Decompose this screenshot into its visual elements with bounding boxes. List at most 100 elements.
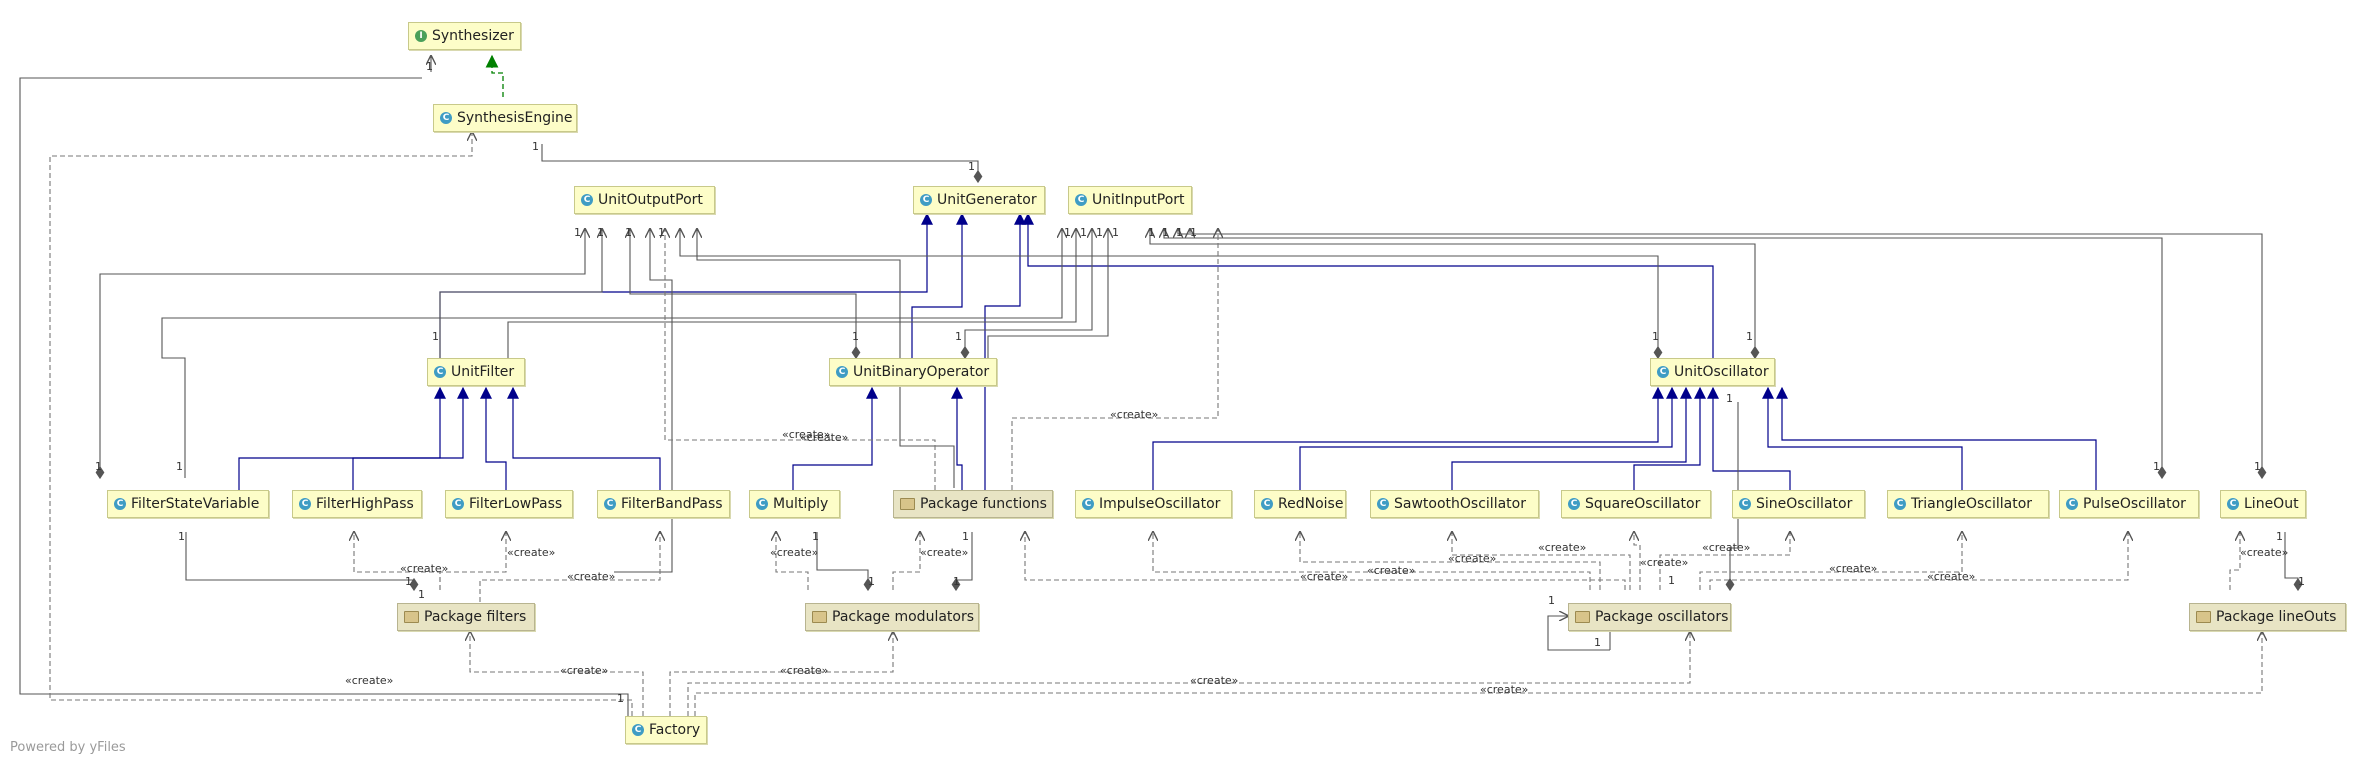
node-package-modulators[interactable]: Package modulators — [805, 603, 979, 631]
association-edge — [951, 532, 973, 592]
dependency-edge — [1699, 532, 1962, 590]
class-icon: C — [1261, 498, 1273, 510]
node-label: UnitGenerator — [937, 192, 1037, 208]
node-label: Package functions — [920, 496, 1047, 512]
association-edge — [100, 229, 585, 478]
edge-label-multiplicity: 1 — [1746, 330, 1753, 343]
node-label: Package modulators — [832, 609, 975, 625]
edge-label-multiplicity: 1 — [953, 575, 960, 588]
class-icon: C — [2066, 498, 2078, 510]
edge-label-create: «create» — [1367, 564, 1415, 577]
dependency-edge — [49, 132, 633, 716]
edge-label-create: «create» — [782, 428, 830, 441]
association-edge — [19, 77, 629, 716]
dependency-edge — [479, 532, 660, 618]
node-factory[interactable]: C Factory — [625, 716, 707, 744]
dependency-edge — [1300, 532, 1601, 590]
inheritance-edge — [352, 386, 469, 490]
edge-label-multiplicity: 1 — [1548, 594, 1555, 607]
node-square-oscillator[interactable]: C SquareOscillator — [1561, 490, 1711, 518]
package-icon — [812, 611, 827, 623]
node-label: Synthesizer — [432, 28, 514, 44]
association-edge — [185, 532, 419, 592]
inheritance-edge — [1299, 386, 1678, 490]
edge-label-create: «create» — [1640, 556, 1688, 569]
inheritance-edge — [1152, 386, 1664, 490]
node-package-functions[interactable]: Package functions — [893, 490, 1053, 518]
node-unit-binary-operator[interactable]: C UnitBinaryOperator — [829, 358, 997, 386]
node-unit-output-port[interactable]: C UnitOutputPort — [574, 186, 715, 214]
edge-label-multiplicity: 1 — [625, 226, 632, 239]
association-edge — [816, 532, 873, 592]
dependency-edge — [1634, 532, 1641, 590]
edge-label-create: «create» — [770, 546, 818, 559]
node-synthesizer[interactable]: I Synthesizer — [408, 22, 521, 50]
node-unit-oscillator[interactable]: C UnitOscillator — [1650, 358, 1775, 386]
node-line-out[interactable]: C LineOut — [2220, 490, 2306, 518]
node-unit-generator[interactable]: C UnitGenerator — [913, 186, 1045, 214]
association-edge — [987, 229, 1108, 358]
edge-label-multiplicity: 1 — [405, 575, 412, 588]
association-edge — [439, 229, 602, 358]
inheritance-edge — [792, 386, 878, 490]
edge-label-create: «create» — [507, 546, 555, 559]
node-filter-high-pass[interactable]: C FilterHighPass — [292, 490, 422, 518]
inheritance-edge — [507, 386, 661, 490]
dependency-edge — [669, 632, 893, 716]
class-icon: C — [1739, 498, 1751, 510]
node-red-noise[interactable]: C RedNoise — [1254, 490, 1346, 518]
edge-label-multiplicity: 1 — [1162, 226, 1169, 239]
node-impulse-oscillator[interactable]: C ImpulseOscillator — [1075, 490, 1232, 518]
node-sine-oscillator[interactable]: C SineOscillator — [1732, 490, 1865, 518]
node-package-lineouts[interactable]: Package lineOuts — [2189, 603, 2346, 631]
node-label: Package oscillators — [1595, 609, 1729, 625]
edge-label-multiplicity: 1 — [1726, 392, 1733, 405]
node-label: FilterBandPass — [621, 496, 723, 512]
class-icon: C — [299, 498, 311, 510]
realization-edge — [485, 54, 504, 97]
node-label: SquareOscillator — [1585, 496, 1701, 512]
node-package-filters[interactable]: Package filters — [397, 603, 535, 631]
edge-label-multiplicity: 1 — [574, 226, 581, 239]
node-multiply[interactable]: C Multiply — [749, 490, 840, 518]
association-edge — [1725, 402, 1739, 592]
node-label: SawtoothOscillator — [1394, 496, 1526, 512]
node-unit-filter[interactable]: C UnitFilter — [427, 358, 525, 386]
inheritance-edge — [1707, 386, 1791, 490]
node-pulse-oscillator[interactable]: C PulseOscillator — [2059, 490, 2199, 518]
node-synthesis-engine[interactable]: C SynthesisEngine — [433, 104, 577, 132]
edge-label-multiplicity: 1 — [968, 160, 975, 173]
inheritance-edge — [951, 386, 963, 490]
class-icon: C — [1657, 366, 1669, 378]
node-label: FilterHighPass — [316, 496, 414, 512]
class-icon: C — [604, 498, 616, 510]
dependency-edge — [687, 632, 1690, 716]
edge-label-multiplicity: 1 — [2254, 460, 2261, 473]
node-unit-input-port[interactable]: C UnitInputPort — [1068, 186, 1192, 214]
edge-label-multiplicity: 1 — [418, 588, 425, 601]
node-label: UnitFilter — [451, 364, 515, 380]
class-icon: C — [1377, 498, 1389, 510]
edge-label-create: «create» — [920, 546, 968, 559]
edge-label-multiplicity: 1 — [1652, 330, 1659, 343]
node-filter-state-variable[interactable]: C FilterStateVariable — [107, 490, 269, 518]
node-sawtooth-oscillator[interactable]: C SawtoothOscillator — [1370, 490, 1539, 518]
edge-label-create: «create» — [1448, 552, 1496, 565]
node-filter-low-pass[interactable]: C FilterLowPass — [445, 490, 573, 518]
package-icon — [900, 498, 915, 510]
node-filter-band-pass[interactable]: C FilterBandPass — [597, 490, 730, 518]
edge-label-multiplicity: 1 — [1148, 226, 1155, 239]
edge-label-multiplicity: 1 — [2298, 575, 2305, 588]
node-package-oscillators[interactable]: Package oscillators — [1568, 603, 1731, 631]
edge-label-create: «create» — [1927, 570, 1975, 583]
dependency-edge — [694, 632, 2262, 716]
class-icon: C — [1082, 498, 1094, 510]
node-label: RedNoise — [1278, 496, 1344, 512]
node-label: SynthesisEngine — [457, 110, 573, 126]
inheritance-edge — [1633, 386, 1706, 490]
node-label: Factory — [649, 722, 701, 738]
node-triangle-oscillator[interactable]: C TriangleOscillator — [1887, 490, 2049, 518]
edge-label-multiplicity: 1 — [1190, 226, 1197, 239]
edge-label-create: «create» — [1190, 674, 1238, 687]
inheritance-edge — [1776, 386, 2097, 490]
